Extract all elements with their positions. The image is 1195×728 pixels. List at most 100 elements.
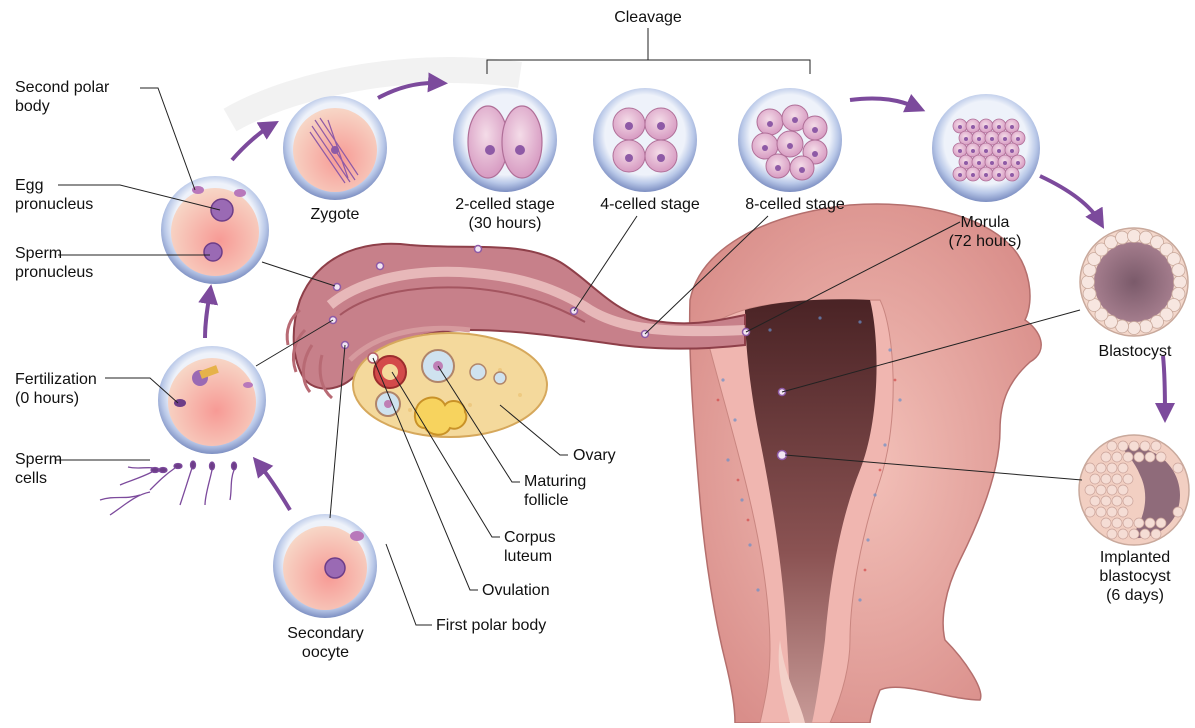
endometrial-cell <box>1129 441 1139 451</box>
maturing-follicle-label: Maturing follicle <box>524 472 586 510</box>
endometrial-cell <box>1151 529 1161 539</box>
endometrial-cell <box>1123 452 1133 462</box>
morula-nucleus <box>964 137 968 141</box>
zygote-cell <box>283 96 387 200</box>
endometrial-cell <box>1134 518 1144 528</box>
cleavage-label: Cleavage <box>600 8 696 27</box>
endometrial-cell <box>1107 441 1117 451</box>
morula-nucleus <box>958 125 962 129</box>
uterus <box>690 204 1042 723</box>
morula-label: Morula (72 hours) <box>930 213 1040 251</box>
morula-nucleus <box>990 137 994 141</box>
morula-nucleus <box>990 161 994 165</box>
sperm-cells-label: Sperm cells <box>15 450 62 488</box>
endometrial-cell <box>1123 474 1133 484</box>
corpus-luteum-label: Corpus luteum <box>504 528 556 566</box>
endometrial-cell <box>1101 496 1111 506</box>
endometrial-cell <box>1123 518 1133 528</box>
endometrial-cell <box>1090 474 1100 484</box>
trophoblast-cell <box>1128 230 1141 243</box>
morula-nucleus <box>1003 161 1007 165</box>
ovary-label: Ovary <box>573 446 616 465</box>
endometrial-cell <box>1134 452 1144 462</box>
four-celled-stage-label: 4-celled stage <box>585 195 715 214</box>
endometrial-cell <box>1173 463 1183 473</box>
endometrial-cell <box>1096 507 1106 517</box>
endometrial-cell <box>1123 496 1133 506</box>
fertilization-label: Fertilization (0 hours) <box>15 370 97 408</box>
trophoblast-cell <box>1082 276 1095 289</box>
endometrial-cell <box>1140 441 1150 451</box>
endometrial-cell <box>1112 452 1122 462</box>
morula-nucleus <box>971 173 975 177</box>
morula-nucleus <box>1003 137 1007 141</box>
two-celled-cell <box>453 88 557 192</box>
morula-nucleus <box>1010 173 1014 177</box>
ovulation-label: Ovulation <box>482 581 550 600</box>
endometrial-cell <box>1145 452 1155 462</box>
secondary-oocyte-label: Secondary oocyte <box>268 624 383 662</box>
endometrial-cell <box>1112 518 1122 528</box>
endometrial-cell <box>1085 463 1095 473</box>
endometrial-cell <box>1101 474 1111 484</box>
endometrial-cell <box>1101 452 1111 462</box>
morula-nucleus <box>997 173 1001 177</box>
eight-celled-stage-label: 8-celled stage <box>730 195 860 214</box>
morula-nucleus <box>958 173 962 177</box>
four-celled-cell <box>593 88 697 192</box>
endometrial-cell <box>1156 518 1166 528</box>
endometrial-cell <box>1118 463 1128 473</box>
pronucleus-cell <box>161 176 269 284</box>
morula-nucleus <box>1010 149 1014 153</box>
morula-nucleus <box>1016 137 1020 141</box>
trophoblast-cell <box>1128 322 1141 335</box>
endometrial-cell <box>1107 507 1117 517</box>
endometrial-cell <box>1140 529 1150 539</box>
egg-pronucleus-label: Egg pronucleus <box>15 176 93 214</box>
morula-nucleus <box>971 125 975 129</box>
blastocyst-label: Blastocyst <box>1080 342 1190 361</box>
endometrial-cell <box>1101 518 1111 528</box>
trophoblast-cell <box>1139 320 1152 333</box>
implanted-blastocyst-label: Implanted blastocyst (6 days) <box>1085 548 1185 605</box>
morula-nucleus <box>984 149 988 153</box>
endometrial-cell <box>1118 529 1128 539</box>
sperm-pronucleus-label: Sperm pronucleus <box>15 244 93 282</box>
endometrial-cell <box>1096 463 1106 473</box>
endometrial-cell <box>1118 441 1128 451</box>
endometrial-cell <box>1156 452 1166 462</box>
morula-nucleus <box>971 149 975 153</box>
trophoblast-cell <box>1116 231 1129 244</box>
eight-celled-cell <box>738 88 842 192</box>
morula-nucleus <box>984 173 988 177</box>
morula-nucleus <box>964 161 968 165</box>
morula-cell <box>932 94 1040 202</box>
endometrial-cell <box>1112 474 1122 484</box>
endometrial-cell <box>1096 485 1106 495</box>
endometrial-cell <box>1145 518 1155 528</box>
endometrial-cell <box>1085 507 1095 517</box>
morula-nucleus <box>977 137 981 141</box>
morula-nucleus <box>997 125 1001 129</box>
trophoblast-cell <box>1174 276 1187 289</box>
first-polar-body-label: First polar body <box>436 616 546 635</box>
morula-nucleus <box>958 149 962 153</box>
endometrial-cell <box>1085 485 1095 495</box>
endometrial-cell <box>1173 507 1183 517</box>
endometrial-cell <box>1129 529 1139 539</box>
endometrial-cell <box>1151 441 1161 451</box>
two-celled-stage-label: 2-celled stage (30 hours) <box>440 195 570 233</box>
morula-nucleus <box>1016 161 1020 165</box>
implanted-blastocyst-cell <box>1079 435 1189 545</box>
secondary-oocyte-cell <box>273 514 377 618</box>
endometrial-cell <box>1118 485 1128 495</box>
endometrial-cell <box>1107 485 1117 495</box>
morula-nucleus <box>997 149 1001 153</box>
endometrial-cell <box>1107 529 1117 539</box>
morula-nucleus <box>977 161 981 165</box>
morula-nucleus <box>1010 125 1014 129</box>
blastocyst-cell <box>1080 228 1188 336</box>
trophoblast-cell <box>1172 264 1185 277</box>
